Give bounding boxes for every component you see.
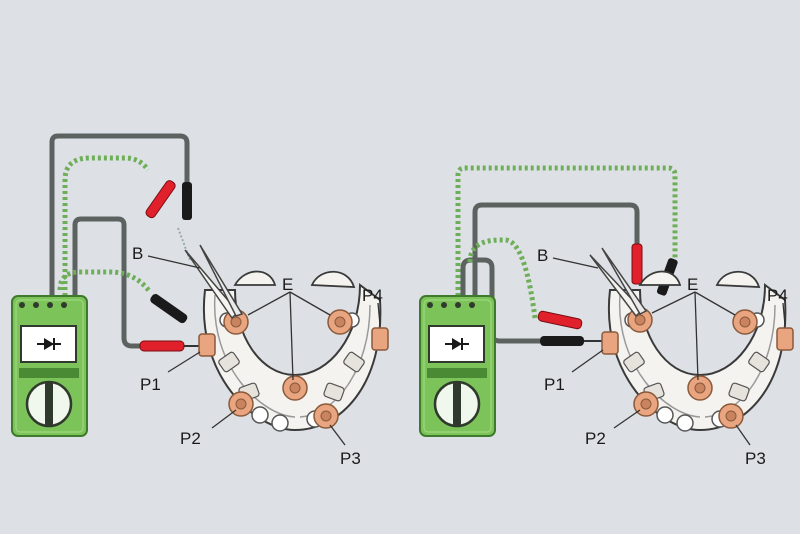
right-terminal-p3	[718, 403, 744, 429]
right-terminal-p1	[601, 331, 619, 355]
label-e: E	[282, 275, 293, 294]
left-black-probe-mid	[150, 294, 188, 324]
left-test-setup: B E P4 P1 P2 P3	[10, 133, 389, 468]
label-p1: P1	[140, 375, 161, 394]
left-terminal-p1	[198, 333, 216, 357]
right-wire-dashed-inner	[467, 237, 538, 319]
label-b: B	[132, 244, 143, 263]
label-p2: P2	[180, 429, 201, 448]
left-terminal-e-right	[327, 309, 353, 335]
right-b-clip	[589, 247, 648, 318]
right-terminal-e-right	[732, 309, 758, 335]
left-wire-black-main	[49, 133, 190, 302]
right-terminal-p4	[776, 327, 794, 351]
right-red-probe-mid	[537, 310, 583, 330]
right-test-setup: B E P4 P1 P2 P3	[418, 165, 794, 468]
right-black-probe-p1	[540, 336, 584, 346]
left-red-probe-p1	[139, 340, 185, 352]
label-p4: P4	[767, 286, 788, 305]
label-b: B	[537, 246, 548, 265]
left-terminal-p4	[371, 327, 389, 351]
left-terminal-e-center	[282, 375, 308, 401]
left-wire-dashed-top	[62, 155, 151, 302]
label-e: E	[687, 275, 698, 294]
right-multimeter	[418, 294, 497, 438]
right-terminal-e-center	[687, 375, 713, 401]
left-terminal-p3	[313, 403, 339, 429]
left-wire-red-main	[72, 216, 140, 349]
label-p1: P1	[544, 375, 565, 394]
label-p3: P3	[340, 449, 361, 468]
label-p3: P3	[745, 449, 766, 468]
left-black-probe-top	[182, 182, 192, 220]
label-p2: P2	[585, 429, 606, 448]
right-wire-dashed-top	[455, 165, 678, 302]
right-red-probe-top	[631, 243, 643, 285]
left-wire-dashed-bottom	[57, 269, 152, 294]
left-multimeter	[10, 294, 89, 438]
label-p4: P4	[362, 286, 383, 305]
left-red-probe-top	[145, 180, 176, 219]
right-wire-main	[472, 202, 640, 302]
